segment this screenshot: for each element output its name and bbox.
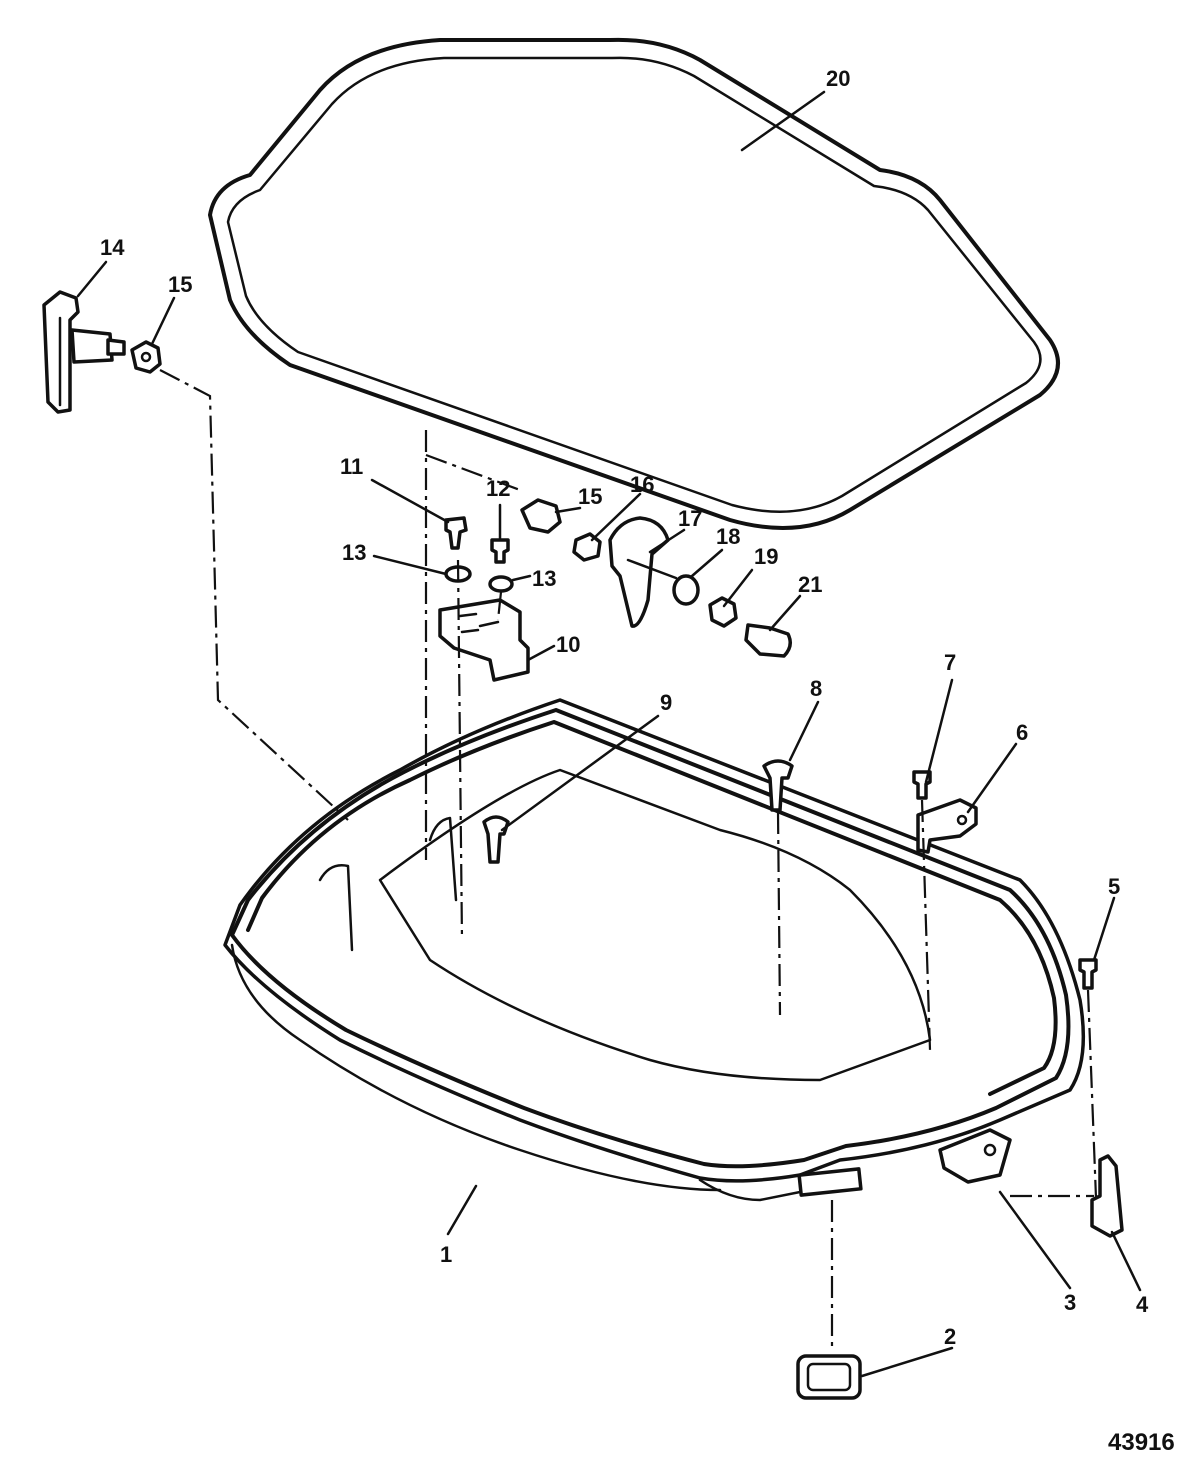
leader-lines [76,90,1142,1378]
part-5-screw [1078,958,1098,990]
callout-16: 16 [630,472,654,497]
part-14-latch-handle [42,290,126,414]
part-10-bracket [438,598,530,682]
part-13-washer-right [488,575,514,593]
part-18-washer [672,574,700,606]
callout-13-left: 13 [342,540,366,565]
callout-11: 11 [340,454,363,479]
callout-13-right: 13 [532,566,556,591]
callout-12: 12 [486,476,510,501]
part-11-screw [444,516,468,550]
part-19-nut [708,596,738,628]
callout-labels: 20 14 15 11 12 15 16 17 18 19 21 13 13 1… [100,66,1175,1456]
callout-17: 17 [678,506,702,531]
callout-10: 10 [556,632,580,657]
bracket-assembly [438,516,530,682]
small-parts [482,759,1124,1400]
callout-19: 19 [754,544,778,569]
part-4-bracket [1090,1154,1124,1238]
callout-20: 20 [826,66,850,91]
part-20-seal [208,37,1060,530]
latch-hook-assembly [520,498,792,658]
part-12-screw [490,538,510,564]
part-15-nut-left [130,340,162,374]
callout-4: 4 [1136,1292,1149,1317]
part-1-bottom-cowl [223,698,1086,1202]
part-16-washer [572,532,602,562]
callout-18: 18 [716,524,740,549]
part-21-bumper [744,623,792,658]
assembly-lines [159,369,1098,1352]
part-15-nut-mid [520,498,562,534]
callout-5: 5 [1108,874,1120,899]
callout-7: 7 [944,650,956,675]
callout-8: 8 [810,676,822,701]
part-3-pad [938,1128,1012,1184]
callout-9: 9 [660,690,672,715]
callout-21: 21 [798,572,822,597]
part-8-screw [762,759,794,812]
part-17-hook [608,516,670,628]
callout-3: 3 [1064,1290,1076,1315]
part-6-bracket [916,798,978,854]
callout-2: 2 [944,1324,956,1349]
callout-6: 6 [1016,720,1028,745]
callout-1: 1 [440,1242,452,1267]
callout-14: 14 [100,235,125,260]
part-9-screw [482,815,510,864]
callout-15-mid: 15 [578,484,602,509]
callout-15-left: 15 [168,272,192,297]
figure-number: 43916 [1108,1429,1175,1456]
part-2-grommet [796,1354,862,1400]
